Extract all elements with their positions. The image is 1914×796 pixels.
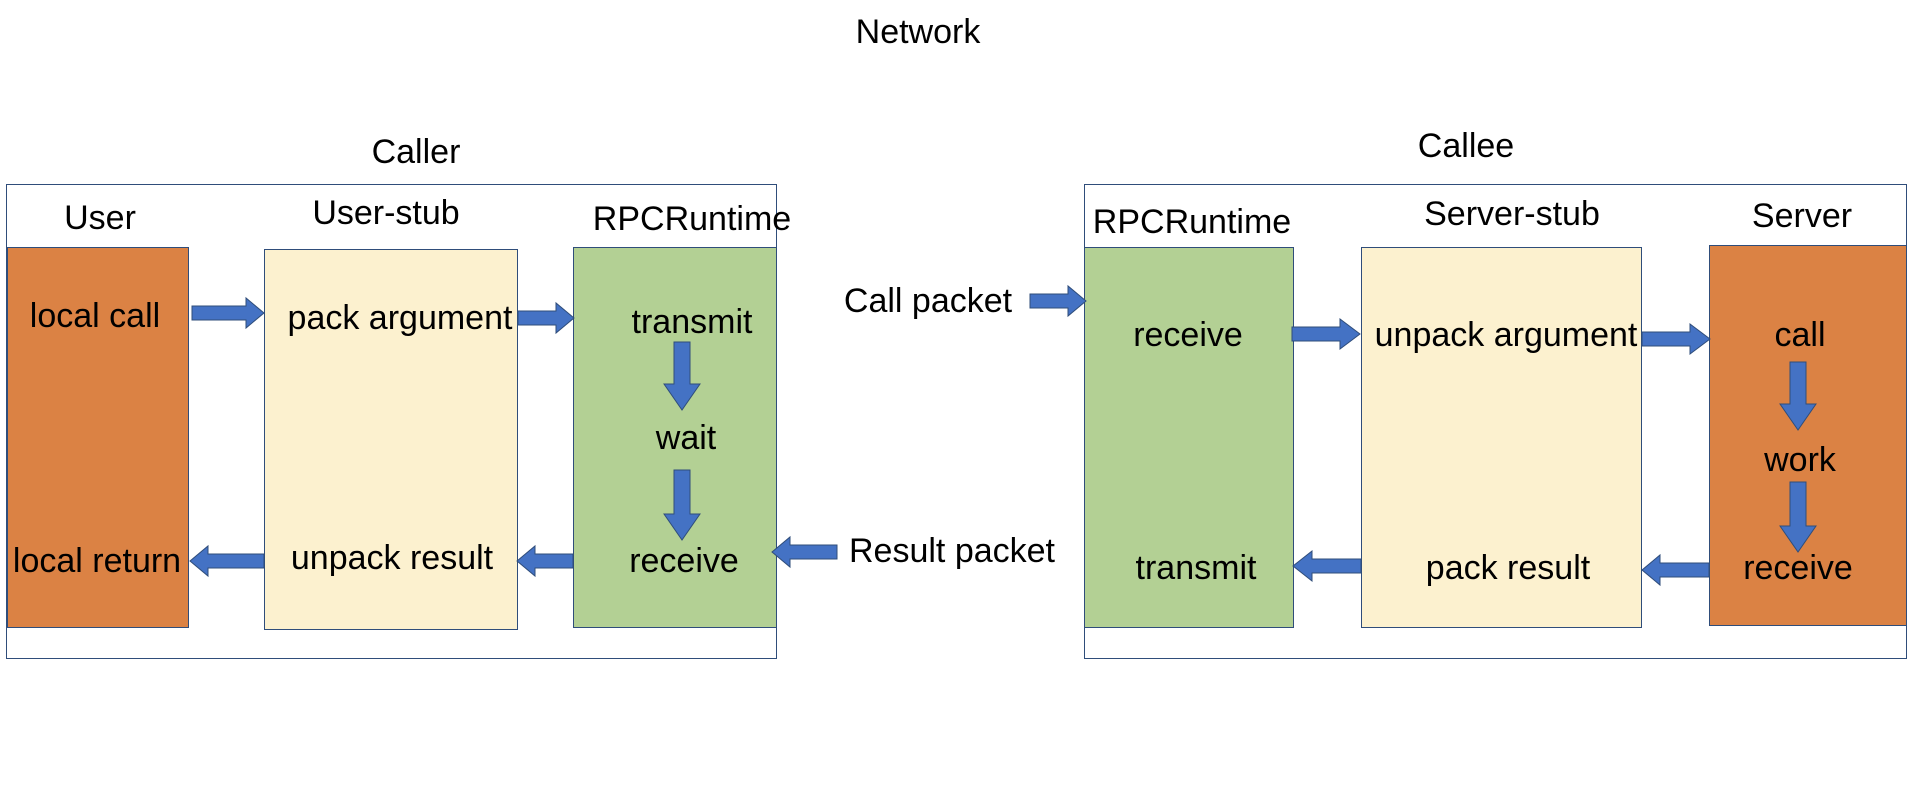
- server-title: Server: [1751, 197, 1853, 235]
- arrow-result-packet: [771, 535, 838, 569]
- user-stub-title: User-stub: [312, 194, 460, 232]
- caller-wait-label: wait: [655, 419, 717, 457]
- callee-runtime-block: [1084, 247, 1294, 628]
- server-work-label: work: [1764, 441, 1836, 479]
- result-packet-label: Result packet: [849, 532, 1055, 570]
- pack-argument-label: pack argument: [287, 299, 513, 337]
- arrow-pack-to-transmit: [517, 301, 575, 335]
- caller-runtime-block: [573, 247, 777, 628]
- call-packet-label: Call packet: [843, 282, 1013, 320]
- unpack-argument-label: unpack argument: [1374, 316, 1638, 354]
- network-label: Network: [855, 13, 981, 51]
- caller-receive-label: receive: [629, 542, 739, 580]
- server-block: [1709, 245, 1907, 626]
- caller-runtime-title: RPCRuntime: [592, 200, 792, 238]
- arrow-receive-to-pack-result: [1641, 553, 1710, 587]
- caller-transmit-label: transmit: [631, 303, 753, 341]
- unpack-result-label: unpack result: [290, 539, 494, 577]
- arrow-pack-result-to-transmit: [1292, 549, 1362, 583]
- arrow-call-packet: [1029, 284, 1087, 318]
- local-return-label: local return: [12, 542, 182, 580]
- user-block: [7, 247, 189, 628]
- callee-runtime-title: RPCRuntime: [1092, 203, 1292, 241]
- callee-receive-label: receive: [1133, 316, 1243, 354]
- arrow-local-call-to-pack: [191, 296, 265, 330]
- arrow-wait-to-receive: [663, 469, 701, 541]
- arrow-work-to-receive: [1779, 481, 1817, 553]
- arrow-receive-to-unpack-argument: [1291, 318, 1361, 350]
- arrow-unpack-to-local-return: [189, 544, 265, 578]
- arrow-unpack-argument-to-call: [1641, 323, 1711, 355]
- arrow-call-to-work: [1779, 361, 1817, 431]
- user-stub-block: [264, 249, 518, 630]
- caller-title: Caller: [371, 133, 461, 171]
- server-receive-label: receive: [1743, 549, 1853, 587]
- callee-title: Callee: [1417, 127, 1515, 165]
- local-call-label: local call: [29, 297, 161, 335]
- user-title: User: [64, 199, 136, 237]
- server-stub-title: Server-stub: [1424, 195, 1600, 233]
- arrow-transmit-to-wait: [663, 341, 701, 411]
- pack-result-label: pack result: [1425, 549, 1591, 587]
- server-call-label: call: [1774, 316, 1826, 354]
- arrow-receive-to-unpack: [516, 544, 574, 578]
- callee-transmit-label: transmit: [1135, 549, 1257, 587]
- server-stub-block: [1361, 247, 1642, 628]
